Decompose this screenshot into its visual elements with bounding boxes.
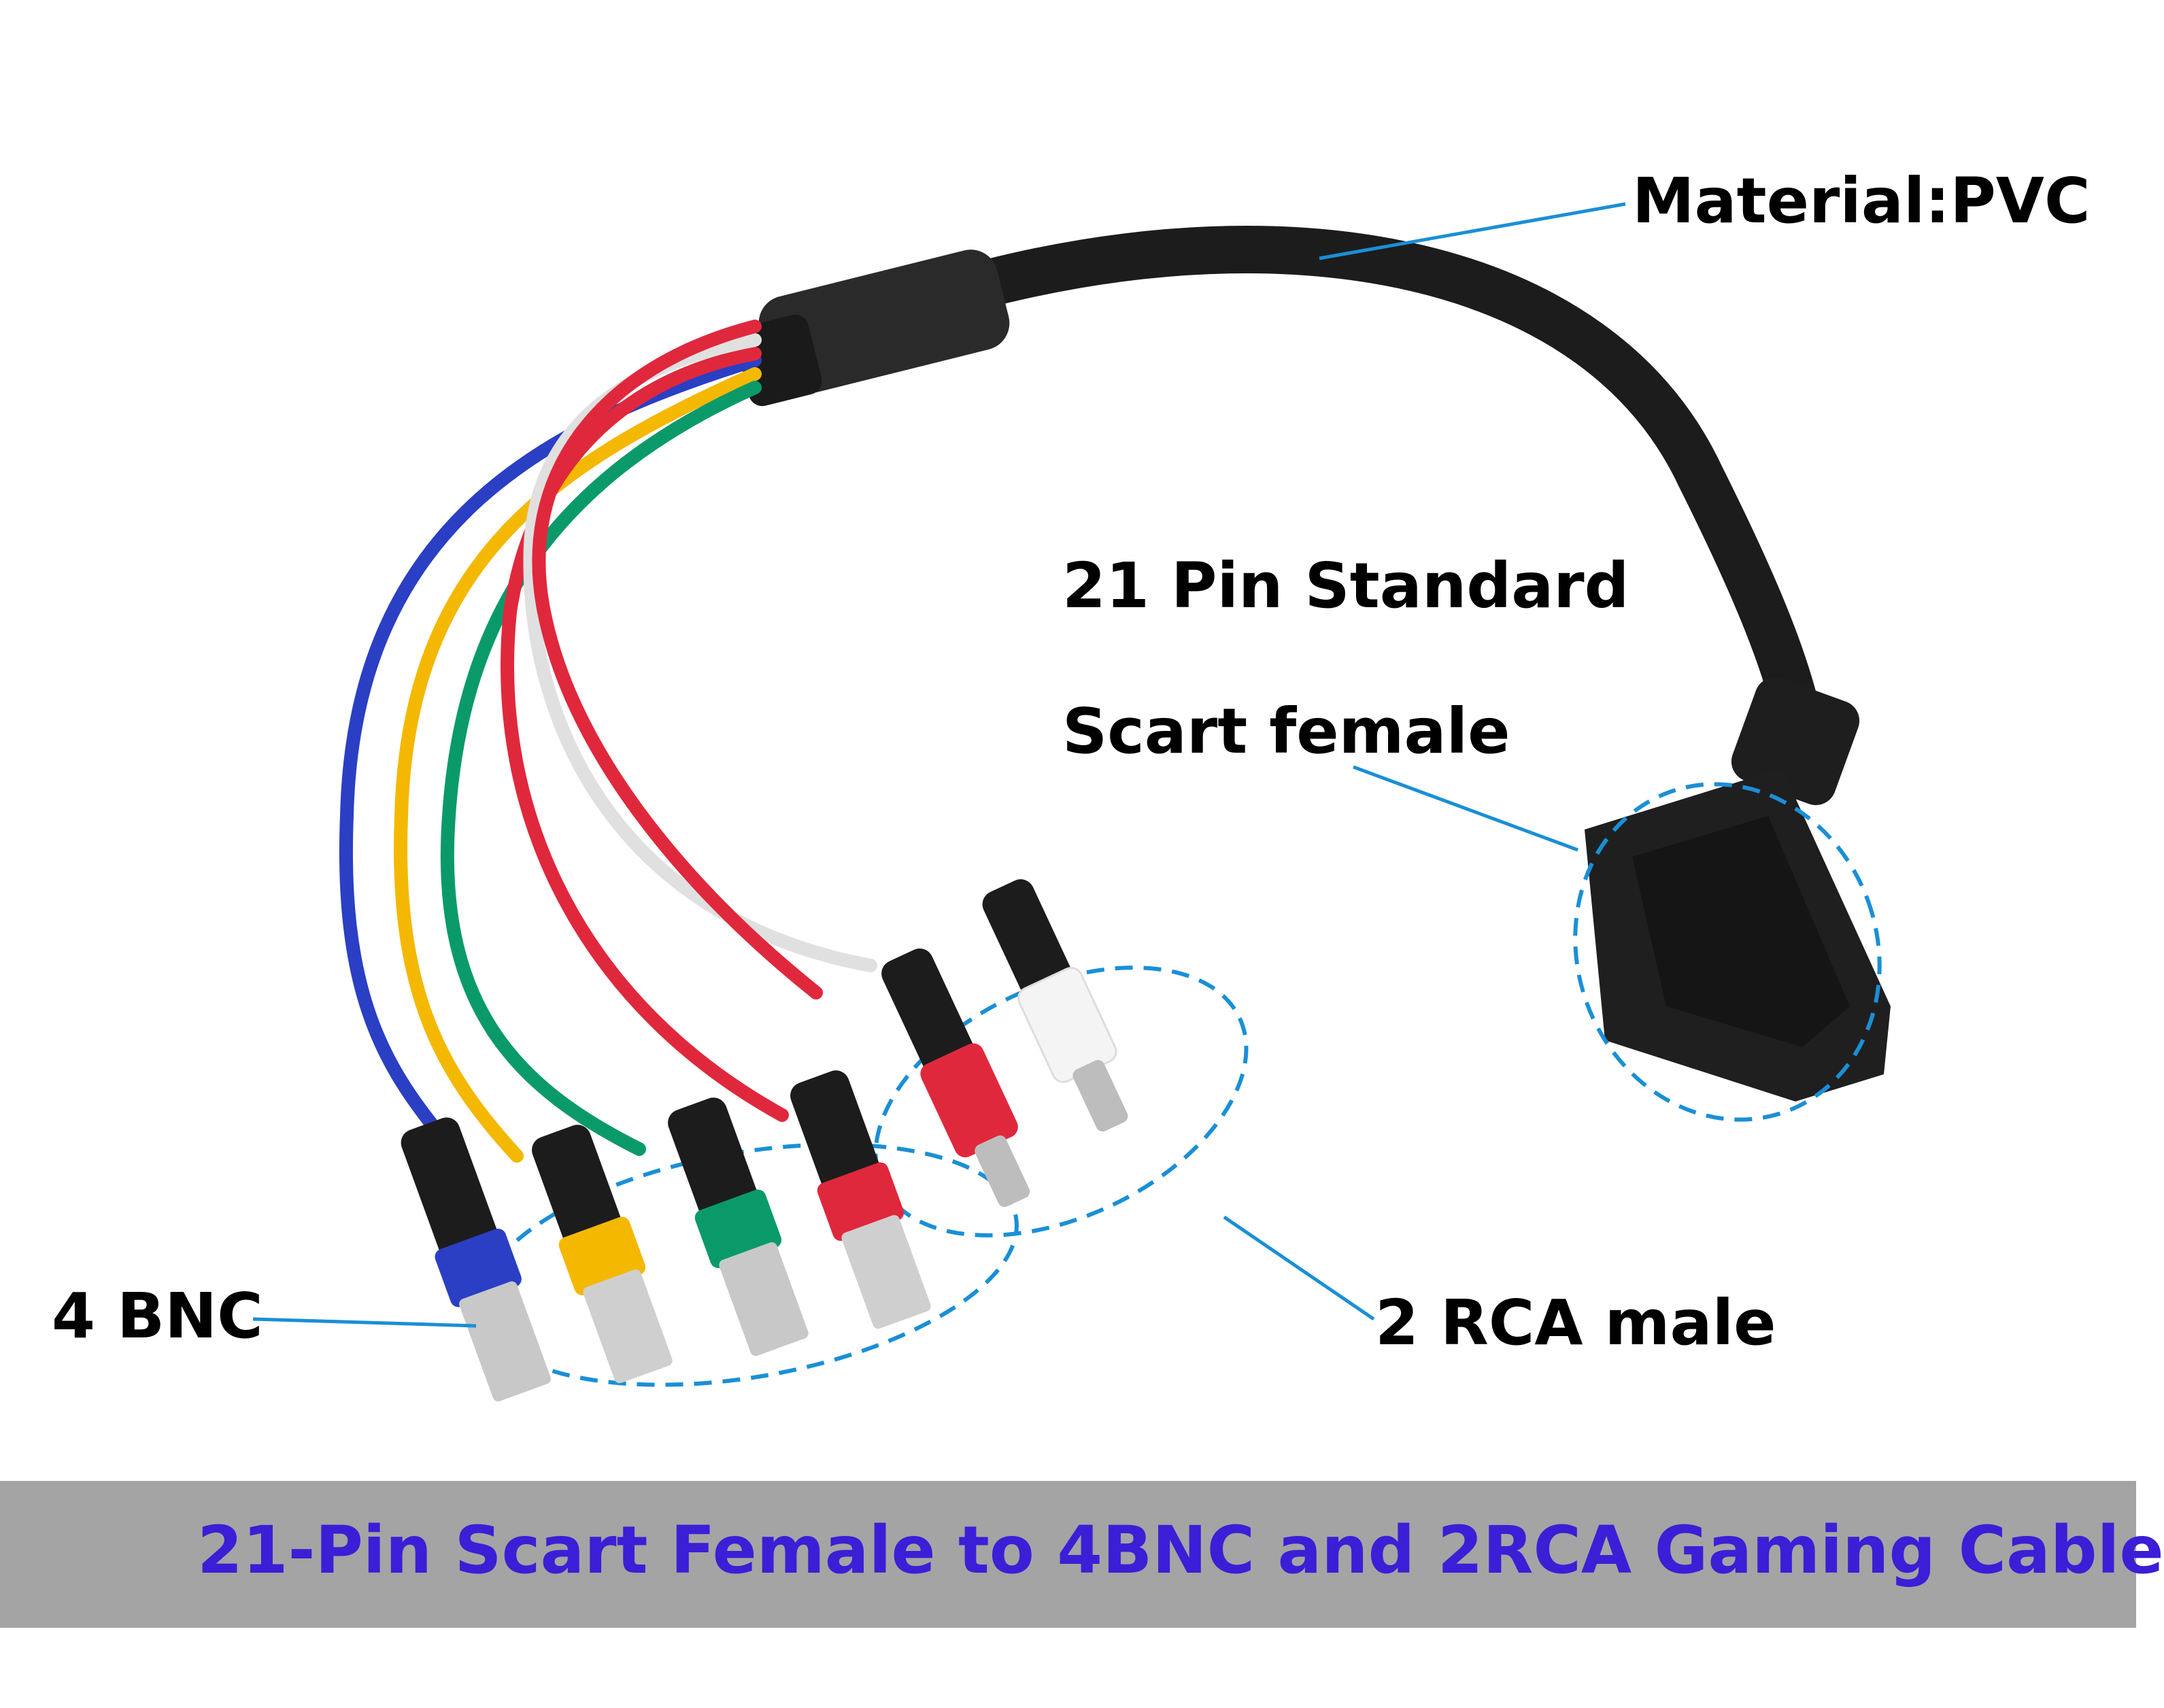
scart-callout-line xyxy=(1353,765,1578,852)
bnc-connector-blue xyxy=(401,1117,551,1402)
title-banner: 21-Pin Scart Female to 4BNC and 2RCA Gam… xyxy=(0,1481,2164,1628)
rca-connectors xyxy=(881,879,1128,1208)
bnc-callout-line xyxy=(252,1317,477,1328)
material-label: Material:PVC xyxy=(1632,165,2091,237)
pin-standard-label: 21 Pin Standard xyxy=(1062,549,1629,622)
bnc-connector-yellow xyxy=(532,1125,673,1384)
splitter-body xyxy=(735,250,1010,407)
rca-label: 2 RCA male xyxy=(1375,1286,1776,1359)
callout-lines xyxy=(252,202,1626,1328)
rca-callout-line xyxy=(1223,1215,1375,1321)
rca-connector-red xyxy=(881,948,1030,1208)
scart-highlight-ellipse xyxy=(1573,782,1882,1122)
scart-connector xyxy=(1585,677,1891,1101)
main-cable xyxy=(956,226,1819,731)
bnc-connector-green xyxy=(668,1097,809,1356)
wire-bundle xyxy=(339,320,877,1163)
banner-title: 21-Pin Scart Female to 4BNC and 2RCA Gam… xyxy=(197,1512,2164,1588)
scart-female-label: Scart female xyxy=(1062,695,1510,768)
material-callout-line xyxy=(1319,202,1626,260)
bnc-connectors xyxy=(401,1070,931,1402)
bnc-label: 4 BNC xyxy=(52,1280,263,1352)
rca-connector-white xyxy=(982,879,1128,1132)
bnc-connector-red xyxy=(790,1070,931,1329)
